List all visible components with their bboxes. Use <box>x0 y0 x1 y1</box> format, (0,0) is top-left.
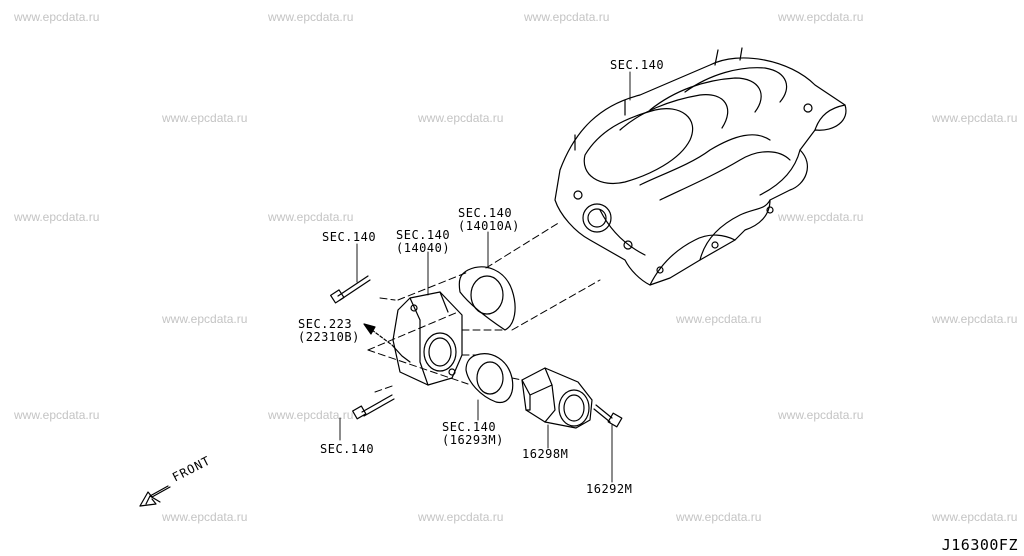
throttle-body-label: 16298M <box>522 447 569 461</box>
manifold-sec-label: SEC.140 <box>610 58 665 72</box>
throttle-body <box>521 367 593 429</box>
diagram-id: J16300FZ <box>941 536 1018 554</box>
bolt-top <box>330 275 371 304</box>
bolt-bottom-callout: SEC.140 <box>320 443 374 456</box>
bolt-top-label: SEC.140 <box>322 230 377 244</box>
front-direction-arrow <box>139 485 171 507</box>
gasket-callout: SEC.140 (14010A) <box>458 207 520 233</box>
intake-manifold <box>554 47 847 286</box>
adapter-sec-label: SEC.140 <box>396 228 451 242</box>
tb-gasket-sec-label: SEC.140 <box>442 420 497 434</box>
manifold-callout: SEC.140 <box>610 59 664 72</box>
adapter-part-label: (14040) <box>396 241 451 255</box>
gasket-sec-label: SEC.140 <box>458 206 513 220</box>
manifold-gasket <box>458 266 516 331</box>
gasket-part-label: (14010A) <box>458 219 520 233</box>
hose-direction-arrow <box>363 323 411 363</box>
bolt-right-label: 16292M <box>586 482 633 496</box>
bolt-right-callout: 16292M <box>586 483 632 496</box>
bolt-right <box>593 404 623 428</box>
hose-sec-label: SEC.223 <box>298 317 353 331</box>
assembly-guide-lines <box>367 221 601 393</box>
tb-gasket-callout: SEC.140 (16293M) <box>442 421 504 447</box>
bolt-bottom-label: SEC.140 <box>320 442 375 456</box>
bolt-top-callout: SEC.140 <box>322 231 376 244</box>
leader-lines <box>339 71 631 483</box>
bolt-bottom <box>352 394 395 420</box>
adapter-callout: SEC.140 (14040) <box>396 229 450 255</box>
hose-part-label: (22310B) <box>298 330 360 344</box>
throttle-body-gasket <box>465 353 514 404</box>
tb-gasket-part-label: (16293M) <box>442 433 504 447</box>
hose-callout: SEC.223 (22310B) <box>298 318 360 344</box>
throttle-body-callout: 16298M <box>522 448 568 461</box>
throttle-adapter <box>392 291 463 386</box>
